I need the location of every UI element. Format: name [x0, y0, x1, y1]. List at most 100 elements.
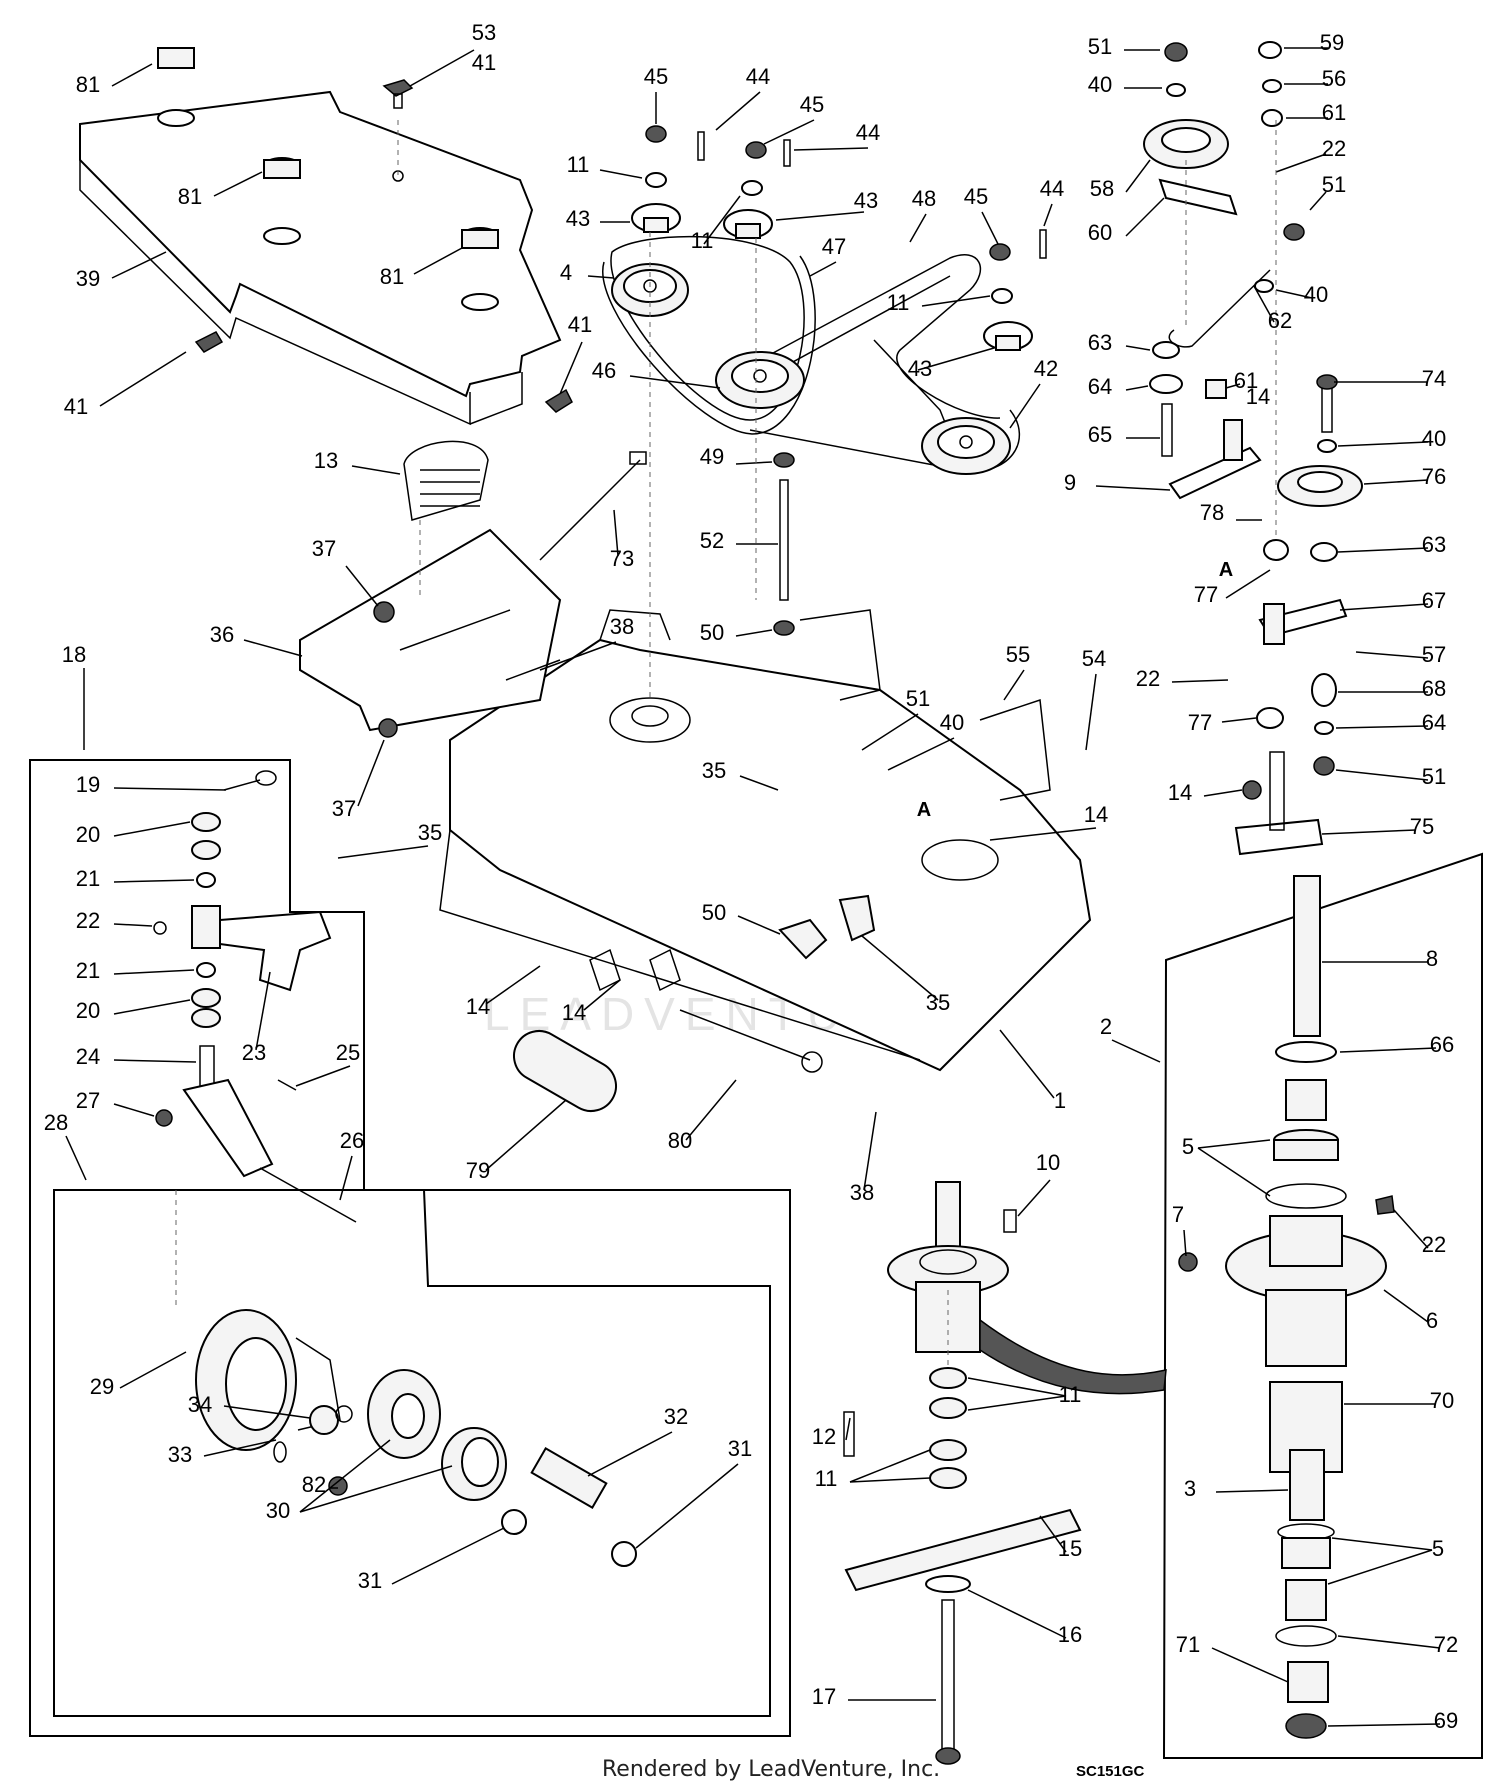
callout-44: 44 — [856, 120, 880, 145]
callout-17: 17 — [812, 1684, 836, 1709]
caster-wheel-parts — [195, 1309, 637, 1567]
callout-9: 9 — [1064, 470, 1076, 495]
callout-59: 59 — [1320, 30, 1344, 55]
callout-18: 18 — [62, 642, 86, 667]
callout-29: 29 — [90, 1374, 114, 1399]
spindle-assembly — [1178, 875, 1395, 1739]
callout-81: 81 — [76, 72, 100, 97]
callout-53: 53 — [472, 20, 496, 45]
caster-arm-assembly — [153, 770, 357, 1223]
callout-14: 14 — [466, 994, 490, 1019]
callout-56: 56 — [1322, 66, 1346, 91]
callout-76: 76 — [1422, 464, 1446, 489]
callout-68: 68 — [1422, 676, 1446, 701]
callout-11: 11 — [567, 152, 590, 177]
callout-26: 26 — [340, 1128, 364, 1153]
callout-77: 77 — [1194, 582, 1218, 607]
callout-69: 69 — [1434, 1708, 1458, 1733]
callout-73: 73 — [610, 546, 634, 571]
callout-14: 14 — [1084, 802, 1108, 827]
callout-46: 46 — [592, 358, 616, 383]
callout-38: 38 — [850, 1180, 874, 1205]
callout-3: 3 — [1184, 1476, 1196, 1501]
callout-79: 79 — [466, 1158, 490, 1183]
callout-14: 14 — [1168, 780, 1192, 805]
callout-20: 20 — [76, 998, 100, 1023]
callout-14: 14 — [562, 1000, 586, 1025]
callout-40: 40 — [940, 710, 964, 735]
callout-31: 31 — [358, 1568, 382, 1593]
reference-letter: A — [1219, 559, 1233, 581]
callout-55: 55 — [1006, 642, 1030, 667]
callout-37: 37 — [332, 796, 356, 821]
callout-44: 44 — [1040, 176, 1064, 201]
callout-49: 49 — [700, 444, 724, 469]
callout-52: 52 — [700, 528, 724, 553]
callout-60: 60 — [1088, 220, 1112, 245]
callout-34: 34 — [188, 1392, 212, 1417]
callout-82: 82 — [302, 1472, 326, 1497]
callout-38: 38 — [610, 614, 634, 639]
callout-10: 10 — [1036, 1150, 1060, 1175]
callout-25: 25 — [336, 1040, 360, 1065]
callout-47: 47 — [822, 234, 846, 259]
callout-33: 33 — [168, 1442, 192, 1467]
callout-51: 51 — [1322, 172, 1346, 197]
callout-24: 24 — [76, 1044, 100, 1069]
callout-16: 16 — [1058, 1622, 1082, 1647]
callout-32: 32 — [664, 1404, 688, 1429]
callout-81: 81 — [380, 264, 404, 289]
callout-58: 58 — [1090, 176, 1114, 201]
callout-36: 36 — [210, 622, 234, 647]
callout-80: 80 — [668, 1128, 692, 1153]
callout-4: 4 — [560, 260, 572, 285]
alignment-lines — [175, 120, 1277, 1370]
callout-51: 51 — [906, 686, 930, 711]
callout-15: 15 — [1058, 1536, 1082, 1561]
callout-11: 11 — [691, 228, 714, 253]
spindle-assembly-box — [1162, 852, 1483, 1759]
callout-8: 8 — [1426, 946, 1438, 971]
callout-45: 45 — [800, 92, 824, 117]
callout-22: 22 — [1136, 666, 1160, 691]
callout-45: 45 — [644, 64, 668, 89]
callout-40: 40 — [1088, 72, 1112, 97]
caster-wheel-box-2 — [53, 1189, 771, 1717]
callout-62: 62 — [1268, 308, 1292, 333]
callout-41: 41 — [64, 394, 88, 419]
callout-11: 11 — [815, 1466, 838, 1491]
idler-arm-parts — [1143, 41, 1363, 856]
callout-54: 54 — [1082, 646, 1106, 671]
callout-43: 43 — [908, 356, 932, 381]
callout-77: 77 — [1188, 710, 1212, 735]
callout-41: 41 — [568, 312, 592, 337]
callout-42: 42 — [1034, 356, 1058, 381]
callout-51: 51 — [1088, 34, 1112, 59]
callout-21: 21 — [76, 958, 100, 983]
callout-74: 74 — [1422, 366, 1446, 391]
idler-bracket — [299, 440, 647, 738]
callout-22: 22 — [1422, 1232, 1446, 1257]
callout-35: 35 — [702, 758, 726, 783]
callout-22: 22 — [76, 908, 100, 933]
stud-bolt — [773, 452, 795, 636]
callout-31: 31 — [728, 1436, 752, 1461]
deck-cover — [79, 47, 573, 426]
callout-12: 12 — [812, 1424, 836, 1449]
callout-23: 23 — [242, 1040, 266, 1065]
callout-37: 37 — [312, 536, 336, 561]
callout-65: 65 — [1088, 422, 1112, 447]
callout-43: 43 — [854, 188, 878, 213]
callout-30: 30 — [266, 1498, 290, 1523]
callout-6: 6 — [1426, 1308, 1438, 1333]
callout-45: 45 — [964, 184, 988, 209]
callout-51: 51 — [1422, 764, 1446, 789]
callout-28: 28 — [44, 1110, 68, 1135]
callout-43: 43 — [566, 206, 590, 231]
callout-72: 72 — [1434, 1632, 1458, 1657]
callout-5: 5 — [1432, 1536, 1444, 1561]
callout-61: 61 — [1322, 100, 1346, 125]
callout-20: 20 — [76, 822, 100, 847]
